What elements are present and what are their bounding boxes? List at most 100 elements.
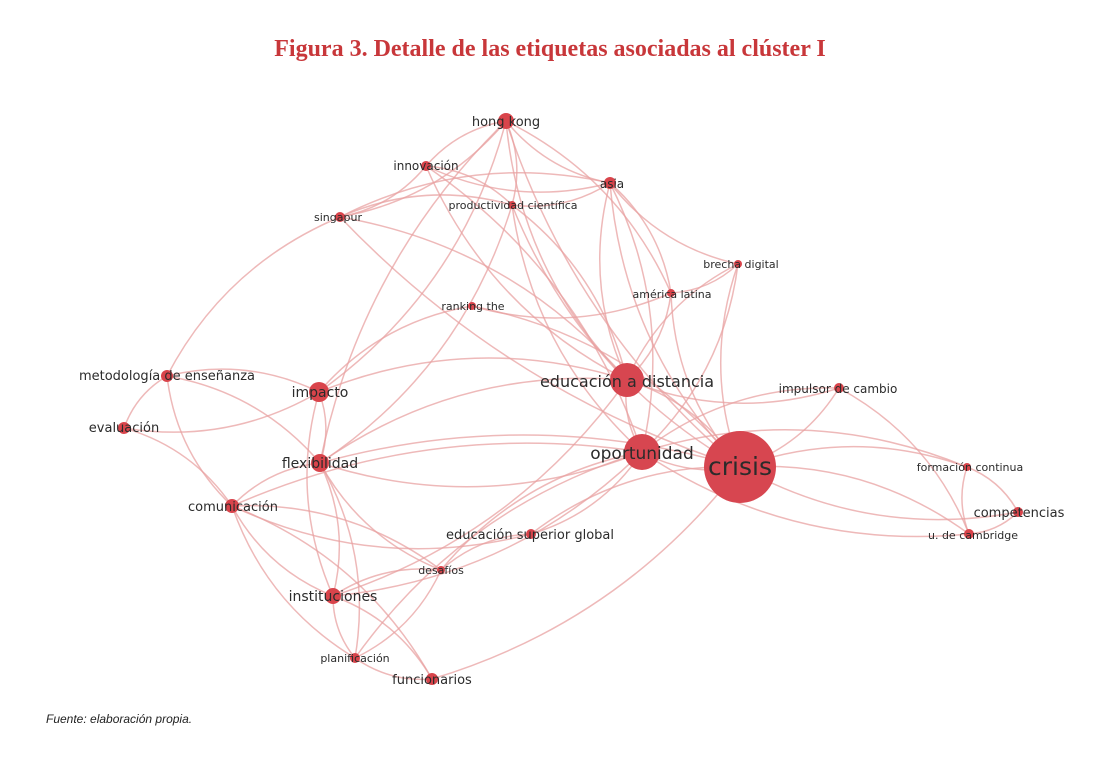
edge-impacto-instituciones <box>306 391 334 597</box>
edge-hong_kong-innovacion <box>425 120 507 167</box>
node-asia <box>604 177 616 189</box>
edge-innovacion-asia <box>425 165 611 193</box>
edge-brecha-oportunidad <box>641 263 739 453</box>
edge-productividad-oportunidad <box>511 204 643 453</box>
edge-oportunidad-formacion <box>641 429 968 468</box>
node-label-impulsor: impulsor de cambio <box>779 382 898 396</box>
node-label-instituciones: instituciones <box>289 589 378 605</box>
edge-educ_distancia-instituciones <box>332 379 628 597</box>
edge-ranking-crisis <box>471 305 741 468</box>
node-comunicacion <box>225 499 239 513</box>
node-label-formacion: formación continua <box>917 461 1024 474</box>
node-label-funcionarios: funcionarios <box>392 673 472 688</box>
figure-title: Figura 3. Detalle de las etiquetas asoci… <box>274 36 826 62</box>
figure-source: Fuente: elaboración propia. <box>46 712 193 726</box>
node-impacto <box>309 382 329 402</box>
edge-flexibilidad-desafios <box>319 462 442 571</box>
edge-formacion-cambridge <box>961 466 970 535</box>
edge-ranking-impacto <box>318 305 473 393</box>
node-label-innovacion: innovación <box>393 159 458 173</box>
node-evaluacion <box>118 422 130 434</box>
node-label-educ_distancia: educación a distancia <box>540 372 714 391</box>
node-flexibilidad <box>311 454 329 472</box>
edge-singapur-crisis <box>339 216 741 468</box>
edge-hong_kong-crisis <box>505 120 741 468</box>
node-label-metodologia: metodología de enseñanza <box>79 369 255 384</box>
edge-hong_kong-america <box>505 120 672 294</box>
node-label-productividad: productividad científica <box>448 199 577 212</box>
node-impulsor <box>834 383 844 393</box>
edge-productividad-flexibilidad <box>319 204 513 464</box>
node-oportunidad <box>624 434 660 470</box>
edge-oportunidad-instituciones <box>332 451 643 597</box>
edge-metodologia-evaluacion <box>123 375 168 429</box>
edge-flexibilidad-instituciones <box>319 462 341 597</box>
node-crisis <box>704 431 776 503</box>
edge-innovacion-singapur <box>339 165 427 218</box>
edge-oportunidad-planificacion <box>354 451 643 659</box>
edge-metodologia-flexibilidad <box>166 375 321 464</box>
edge-innovacion-educ_distancia <box>425 165 628 381</box>
edge-hong_kong-singapur <box>339 120 507 218</box>
edge-asia-brecha <box>609 182 739 265</box>
edge-singapur-productividad <box>339 194 513 218</box>
node-label-asia: asia <box>600 177 624 191</box>
node-layer <box>118 113 1023 685</box>
edge-impacto-flexibilidad <box>318 391 327 464</box>
edge-asia-oportunidad <box>609 182 654 453</box>
edge-formacion-competencias <box>966 466 1019 513</box>
node-instituciones <box>325 588 341 604</box>
node-label-singapur: singapur <box>314 211 362 224</box>
edge-crisis-competencias <box>739 466 1019 521</box>
edge-oportunidad-comunicacion <box>231 442 643 507</box>
edge-oportunidad-cambridge <box>641 451 970 538</box>
node-competencias <box>1013 507 1023 517</box>
edge-crisis-funcionarios <box>431 466 741 680</box>
node-metodologia <box>161 370 173 382</box>
edge-productividad-educ_distancia <box>511 204 628 381</box>
node-label-america: américa latina <box>633 288 712 301</box>
edge-evaluacion-impacto <box>123 391 320 433</box>
node-label-educ_superior: educación superior global <box>446 528 614 543</box>
node-label-planificacion: planificación <box>320 652 389 665</box>
node-label-ranking: ranking the <box>441 300 504 313</box>
edge-hong_kong-flexibilidad <box>319 120 507 464</box>
edge-planificacion-funcionarios <box>354 657 433 681</box>
node-funcionarios <box>426 673 438 685</box>
edge-oportunidad-desafios <box>440 451 643 571</box>
node-educ_distancia <box>610 363 644 397</box>
edge-comunicacion-educ_superior <box>231 505 532 550</box>
node-ranking <box>468 302 476 310</box>
node-label-hong_kong: hong kong <box>472 115 540 130</box>
label-layer: hong kong innovación asia singapur productiv… <box>79 115 1065 688</box>
edge-metodologia-comunicacion <box>166 375 233 507</box>
edge-flexibilidad-comunicacion <box>231 462 321 507</box>
edge-brecha-america <box>670 263 739 294</box>
node-label-brecha: brecha digital <box>703 258 778 271</box>
node-brecha <box>734 260 742 268</box>
network-graph: hong kong innovación asia singapur productiv… <box>79 113 1065 688</box>
edge-instituciones-planificacion <box>332 595 356 659</box>
edge-productividad-crisis <box>511 204 741 468</box>
edge-flexibilidad-planificacion <box>319 462 361 659</box>
edge-desafios-planificacion <box>354 569 442 659</box>
node-singapur <box>335 212 345 222</box>
node-label-competencias: competencias <box>974 506 1065 521</box>
node-label-evaluacion: evaluación <box>89 421 159 436</box>
edge-impacto-educ_distancia <box>318 357 628 393</box>
edge-impulsor-oportunidad <box>641 387 840 453</box>
node-america <box>667 289 675 297</box>
edge-desafios-educ_superior <box>440 533 532 571</box>
node-planificacion <box>350 653 360 663</box>
edge-evaluacion-comunicacion <box>123 427 233 507</box>
node-formacion <box>963 463 971 471</box>
edge-comunicacion-planificacion <box>231 505 356 659</box>
edge-asia-america <box>609 182 672 294</box>
node-innovacion <box>421 161 431 171</box>
edge-comunicacion-instituciones <box>231 505 334 597</box>
node-hong_kong <box>498 113 514 129</box>
node-productividad <box>508 201 516 209</box>
node-label-impacto: impacto <box>292 385 349 401</box>
node-label-desafios: desafíos <box>418 564 464 577</box>
edge-crisis-flexibilidad <box>319 434 741 468</box>
